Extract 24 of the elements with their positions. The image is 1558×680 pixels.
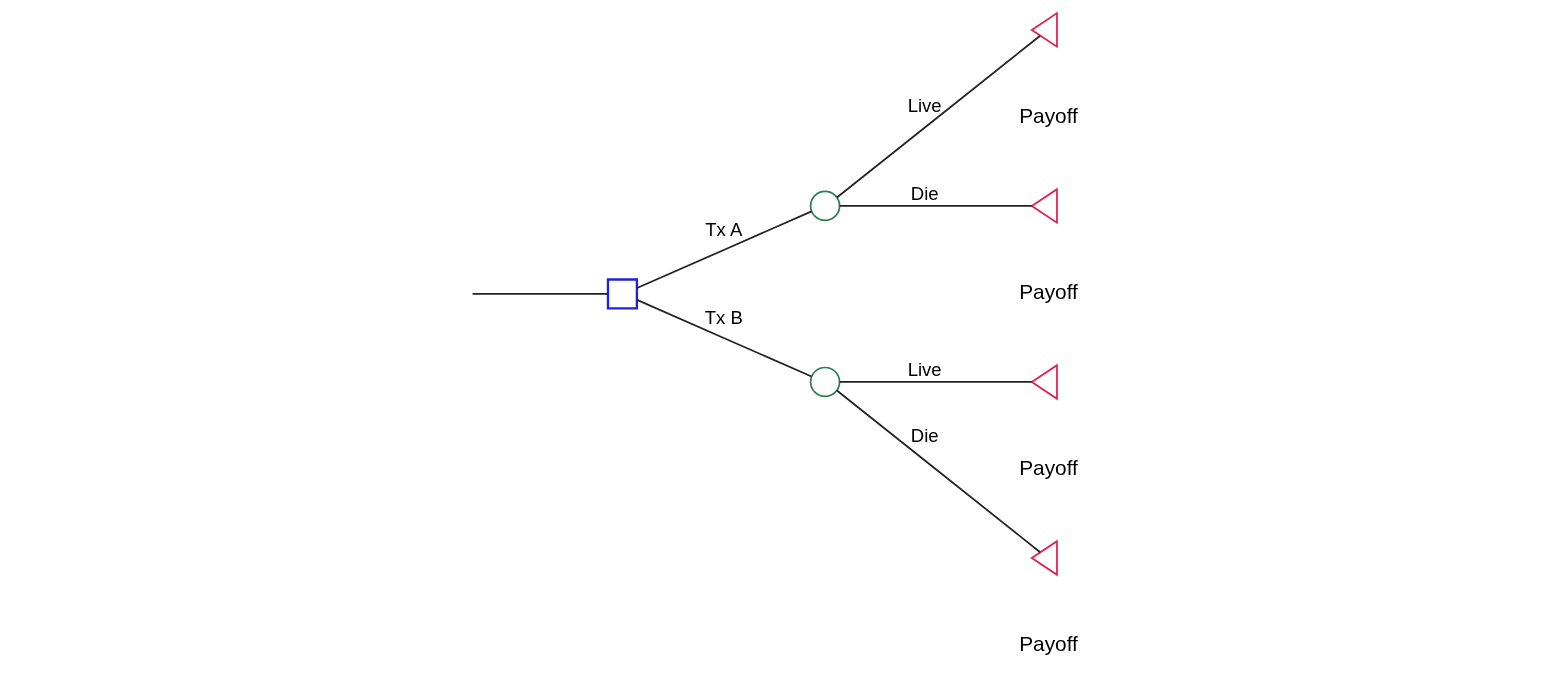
connector xyxy=(635,299,812,378)
connector xyxy=(838,205,1033,207)
node-label: Payoff xyxy=(1018,104,1078,128)
node-triangle xyxy=(1029,11,1058,49)
node-label: Payoff xyxy=(1018,632,1078,656)
node-box xyxy=(606,278,638,310)
connector xyxy=(635,210,812,289)
node-triangle xyxy=(1029,363,1058,401)
edge-label: Live xyxy=(907,94,942,116)
edge-label: Tx B xyxy=(704,306,743,328)
edge-label: Die xyxy=(910,424,939,446)
connector xyxy=(838,381,1033,383)
connector xyxy=(835,34,1041,199)
edge-label: Tx A xyxy=(704,218,742,240)
connector xyxy=(835,389,1041,554)
node-label: Payoff xyxy=(1018,456,1078,480)
edge-label: Die xyxy=(910,182,939,204)
node-circle xyxy=(809,190,840,222)
edge-label: Live xyxy=(907,358,942,380)
node-circle xyxy=(809,366,840,398)
node-triangle xyxy=(1029,187,1058,225)
connector xyxy=(471,293,609,295)
node-label: Payoff xyxy=(1018,280,1078,304)
node-triangle xyxy=(1029,539,1058,577)
